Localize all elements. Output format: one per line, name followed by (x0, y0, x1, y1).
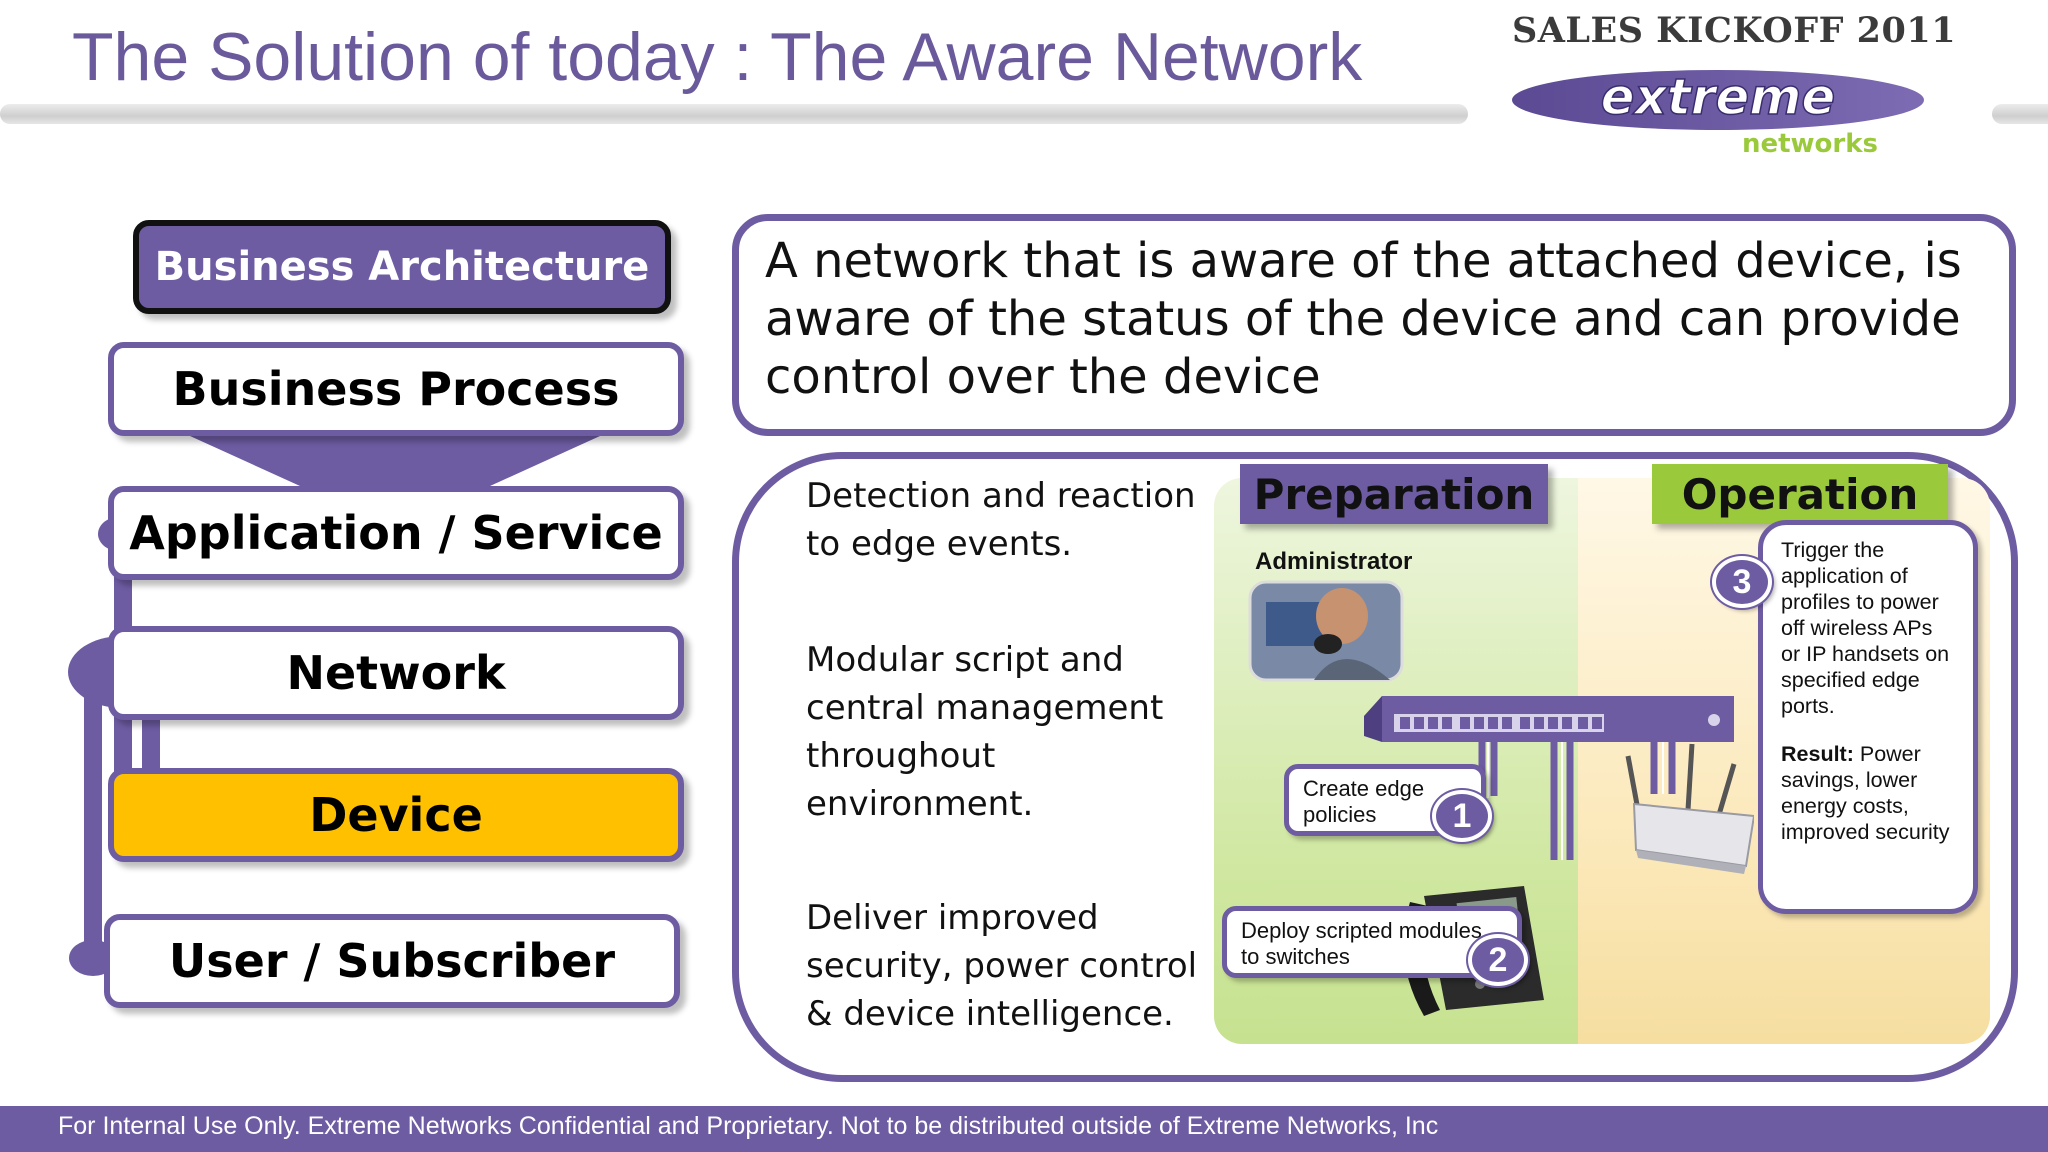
extreme-networks-logo: extreme networks (1512, 67, 1924, 159)
administrator-label: Administrator (1255, 548, 1413, 575)
logo-swoosh (1512, 70, 1924, 130)
layer-user-subscriber: User / Subscriber (104, 914, 680, 1008)
layer-device: Device (108, 768, 684, 862)
result-text: Power savings, lower energy costs, impro… (1781, 742, 1950, 844)
layer-network: Network (108, 626, 684, 720)
layer-business-process: Business Process (108, 342, 684, 436)
feature-detection: Detection and reaction to edge events. (806, 476, 1196, 564)
feature-deliver: Deliver improved security, power control… (806, 898, 1198, 1034)
layer-business-architecture: Business Architecture (133, 220, 671, 314)
footer-text: For Internal Use Only. Extreme Networks … (58, 1112, 1439, 1140)
step-2-callout: Deploy scripted modules to switches (1222, 906, 1522, 978)
event-title: SALES KICKOFF 2011 (1512, 10, 1957, 51)
header-divider (0, 104, 1468, 124)
step-3-callout: Trigger the application of profiles to p… (1758, 520, 1978, 914)
wireless-ap-icon (1625, 743, 1754, 874)
step-1-callout: Create edge policies (1284, 764, 1486, 836)
page-title: The Solution of today : The Aware Networ… (72, 19, 1363, 95)
administrator-photo (1248, 580, 1404, 682)
definition-text: A network that is aware of the attached … (765, 233, 1962, 405)
network-switch-icon (1364, 696, 1734, 742)
result-label: Result: (1781, 742, 1854, 766)
step-3-result: Result: Power savings, lower energy cost… (1781, 741, 1955, 845)
header-divider-right (1992, 104, 2048, 124)
footer-bar (0, 1106, 2048, 1152)
step-3-text: Trigger the application of profiles to p… (1781, 538, 1950, 718)
logo-word: extreme (1601, 68, 1836, 126)
layer-application-service: Application / Service (108, 486, 684, 580)
step-1-badge: 1 (1432, 790, 1492, 842)
definition-box (732, 214, 2016, 436)
step-3-badge: 3 (1712, 556, 1772, 608)
feature-modular-script: Modular script and central management th… (806, 640, 1164, 824)
logo-sub: networks (1742, 129, 1878, 159)
step-2-badge: 2 (1468, 934, 1528, 986)
preparation-tab: Preparation (1240, 464, 1548, 524)
funnel-shape (190, 436, 600, 486)
operation-tab: Operation (1652, 464, 1948, 524)
connector-bar-user (84, 670, 102, 960)
